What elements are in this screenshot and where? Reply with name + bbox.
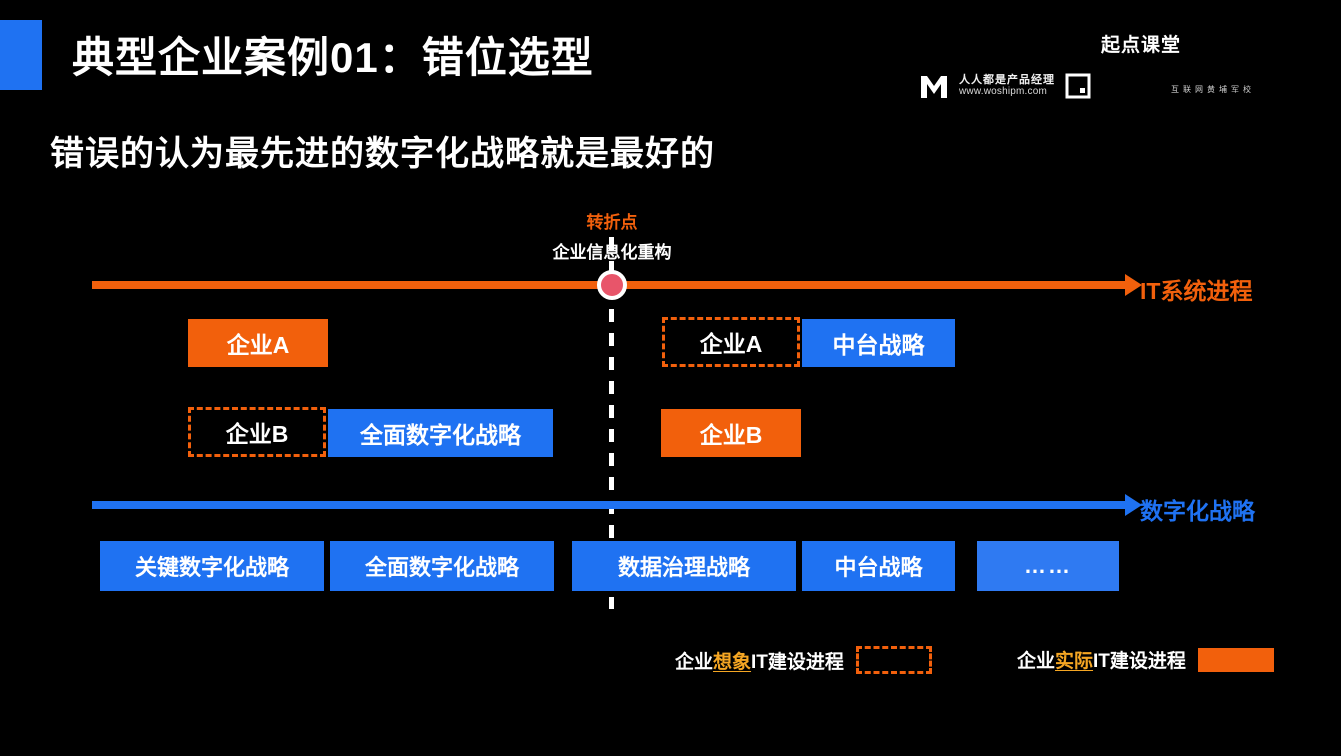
school-name: 起点课堂 <box>1101 35 1182 56</box>
turning-point-divider <box>609 237 614 609</box>
turning-point-dot-icon <box>597 270 627 300</box>
brand-url: www.woshipm.com <box>959 85 1048 97</box>
strategy-stage-box: 数据治理战略 <box>572 541 796 591</box>
header-accent-bar <box>0 20 42 90</box>
woshipm-logo-icon <box>921 76 947 98</box>
digital-strategy-axis-label: 数字化战略 <box>1140 498 1255 524</box>
row1-right-strategy-box: 中台战略 <box>802 319 955 367</box>
strategy-stage-box: 全面数字化战略 <box>330 541 554 591</box>
legend-imagined: 企业 想象 IT建设进程 <box>675 646 932 674</box>
turning-point-title: 转折点 <box>586 213 638 232</box>
row1-left-actual-box: 企业A <box>188 319 328 367</box>
row1-right-imagined-box: 企业A <box>662 317 800 367</box>
row2-right-actual-box: 企业B <box>661 409 801 457</box>
brand-text: 人人都是产品经理 www.woshipm.com <box>959 73 1055 97</box>
legend-actual: 企业 实际 IT建设进程 <box>1017 646 1274 673</box>
strategy-stage-box: 中台战略 <box>802 541 955 591</box>
legend-actual-emphasis: 实际 <box>1055 651 1094 672</box>
digital-strategy-arrow-icon <box>1125 494 1142 516</box>
brand-logo: 人人都是产品经理 www.woshipm.com 起点课堂 互联网黄埔军校 <box>919 35 1325 136</box>
it-progress-axis-label: IT系统进程 <box>1140 278 1253 304</box>
school-text: 起点课堂 互联网黄埔军校 <box>1101 35 1325 136</box>
legend-imagined-suffix: IT建设进程 <box>751 651 844 673</box>
row2-left-strategy-box: 全面数字化战略 <box>328 409 553 457</box>
qidian-logo-icon <box>1065 73 1091 99</box>
school-tagline: 互联网黄埔军校 <box>1171 85 1255 94</box>
legend-actual-prefix: 企业 <box>1017 651 1056 672</box>
row2-left-imagined-box: 企业B <box>188 407 326 457</box>
page-title: 典型企业案例01：错位选型 <box>72 34 594 81</box>
it-progress-arrow-icon <box>1125 274 1142 296</box>
legend-imagined-prefix: 企业 <box>675 651 714 673</box>
digital-strategy-axis <box>92 501 1125 509</box>
brand-name: 人人都是产品经理 <box>959 73 1055 86</box>
strategy-stage-box: …… <box>977 541 1119 591</box>
slide-subtitle: 错误的认为最先进的数字化战略就是最好的 <box>50 135 715 173</box>
legend-solid-swatch-icon <box>1197 647 1274 672</box>
legend-dashed-swatch-icon <box>855 646 932 674</box>
strategy-stage-box: 关键数字化战略 <box>100 541 324 591</box>
legend-imagined-emphasis: 想象 <box>713 651 752 673</box>
legend-actual-suffix: IT建设进程 <box>1093 651 1186 672</box>
